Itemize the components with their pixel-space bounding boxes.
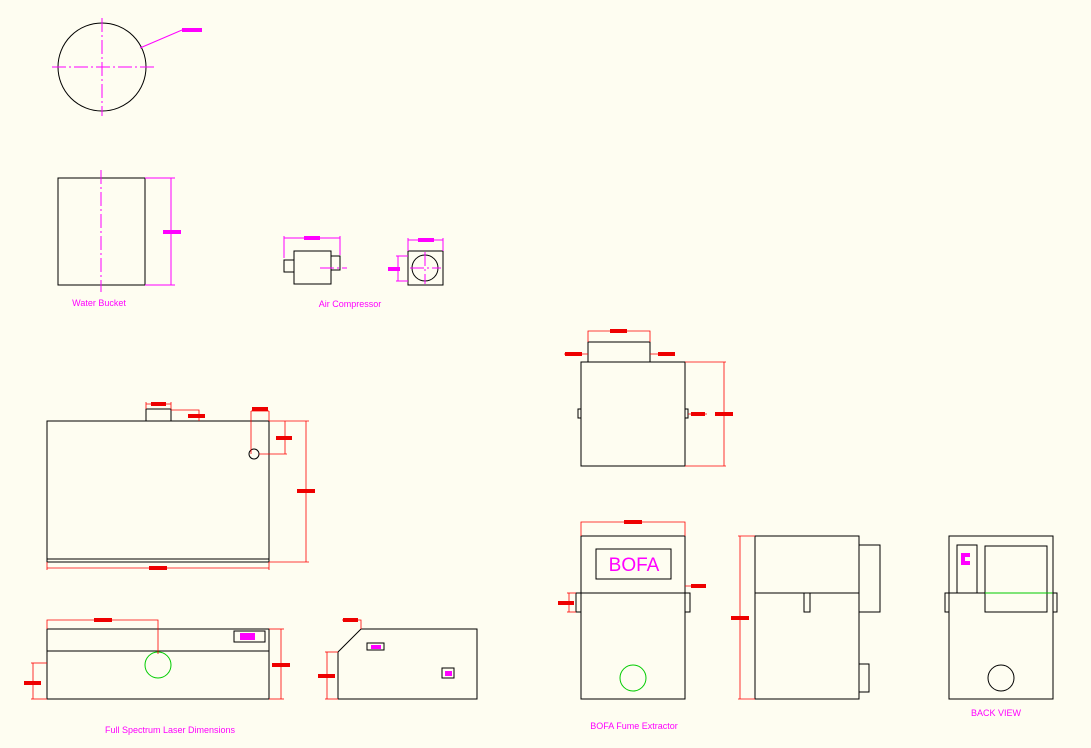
back-view-label: BACK VIEW xyxy=(971,708,1022,718)
laser-top-view xyxy=(46,402,315,570)
laser-front-window xyxy=(144,651,172,679)
compressor-width-text-mark xyxy=(304,236,320,240)
bofa-front-outline xyxy=(580,535,686,700)
laser-side-outline xyxy=(337,628,478,700)
bofa-front-latch-right-mark xyxy=(691,584,706,588)
laser-depth-mark xyxy=(297,489,315,493)
laser-port-depth-mark xyxy=(276,436,292,440)
laser-front-height-mark xyxy=(272,663,290,667)
water-bucket-side-view: Water Bucket xyxy=(57,170,181,308)
air-compressor-label: Air Compressor xyxy=(319,299,382,309)
bofa-front-left-latch xyxy=(575,592,582,613)
bofa-front-latch-left-mark xyxy=(558,601,574,605)
bofa-filter-width-mark xyxy=(610,329,627,333)
air-compressor-end-view: Air Compressor xyxy=(319,238,444,309)
bofa-front-inlet xyxy=(619,664,647,692)
bucket-diameter-leader xyxy=(139,29,201,49)
bucket-diameter-text-mark xyxy=(182,28,202,32)
laser-side-port xyxy=(441,667,455,679)
bofa-back-left-latch xyxy=(944,592,950,613)
bofa-back-right-latch xyxy=(1052,592,1058,613)
bofa-top-filter xyxy=(587,341,651,363)
laser-front-lid-mark xyxy=(24,681,41,685)
bofa-front-view: BOFA BOFA Fume Extractor xyxy=(558,520,706,731)
laser-top-port xyxy=(248,448,260,460)
laser-vent-width-mark xyxy=(151,402,166,406)
bofa-depth-mark xyxy=(715,412,733,416)
bofa-side-filter-housing xyxy=(858,544,881,613)
bofa-front-width-dim xyxy=(580,521,686,536)
laser-width-mark xyxy=(149,566,167,570)
water-bucket-label: Water Bucket xyxy=(72,298,126,308)
bofa-back-control-mark-h xyxy=(961,561,970,565)
compressor-left-stub xyxy=(283,259,295,273)
bofa-back-filter-panel xyxy=(984,545,1048,613)
bofa-back-outlet xyxy=(987,664,1015,692)
bofa-top-outline xyxy=(580,361,686,467)
laser-side-view xyxy=(318,618,478,700)
laser-vent-offset-mark xyxy=(188,414,205,418)
bofa-side-outline xyxy=(754,535,860,700)
bofa-side-outlet xyxy=(858,663,870,693)
bofa-back-control-mark-top xyxy=(961,553,970,557)
bofa-filter-offset-right-mark xyxy=(658,352,675,356)
bofa-side-view xyxy=(731,535,881,700)
bofa-side-height-mark xyxy=(731,616,749,620)
compressor-end-width-mark xyxy=(418,238,434,242)
laser-front-view: Full Spectrum Laser Dimensions xyxy=(24,618,290,735)
laser-front-window-dim xyxy=(46,619,159,654)
laser-side-height-mark xyxy=(318,674,335,678)
bucket-height-text-mark xyxy=(163,230,181,234)
bofa-back-outline xyxy=(948,535,1054,700)
laser-side-slot xyxy=(366,642,385,651)
bofa-top-view xyxy=(564,329,733,467)
bofa-back-control-mark-v xyxy=(961,553,965,565)
bofa-fume-extractor-label: BOFA Fume Extractor xyxy=(590,721,678,731)
bofa-filter-offset-left-mark xyxy=(565,352,582,356)
laser-front-window-mark xyxy=(94,618,112,622)
bofa-back-control-panel xyxy=(956,544,978,594)
bofa-brand-text: BOFA xyxy=(609,555,660,576)
laser-side-port-mark xyxy=(445,671,452,676)
water-bucket-top-view xyxy=(52,18,202,116)
laser-side-slot-mark xyxy=(371,645,381,649)
laser-top-outline xyxy=(46,420,270,563)
compressor-right-motor xyxy=(330,255,341,271)
laser-dimensions-label: Full Spectrum Laser Dimensions xyxy=(105,725,236,735)
air-compressor-side-view xyxy=(283,236,347,285)
laser-side-chamfer-mark xyxy=(343,618,358,622)
compressor-end-outline xyxy=(407,250,444,286)
laser-front-panel-mark xyxy=(240,633,255,640)
laser-port-offset-mark xyxy=(252,407,268,411)
bofa-top-left-tab xyxy=(577,408,582,419)
laser-top-vent xyxy=(145,408,172,422)
bofa-tab-mark xyxy=(691,412,705,416)
bofa-front-width-mark xyxy=(624,520,642,524)
bofa-front-label-panel xyxy=(595,548,672,580)
laser-front-panel xyxy=(233,630,266,643)
bofa-front-right-latch xyxy=(684,592,691,613)
bofa-top-right-tab xyxy=(684,408,689,419)
bofa-side-latch xyxy=(803,592,811,613)
bofa-back-view: BACK VIEW xyxy=(944,535,1058,718)
compressor-end-height-mark xyxy=(388,267,400,271)
